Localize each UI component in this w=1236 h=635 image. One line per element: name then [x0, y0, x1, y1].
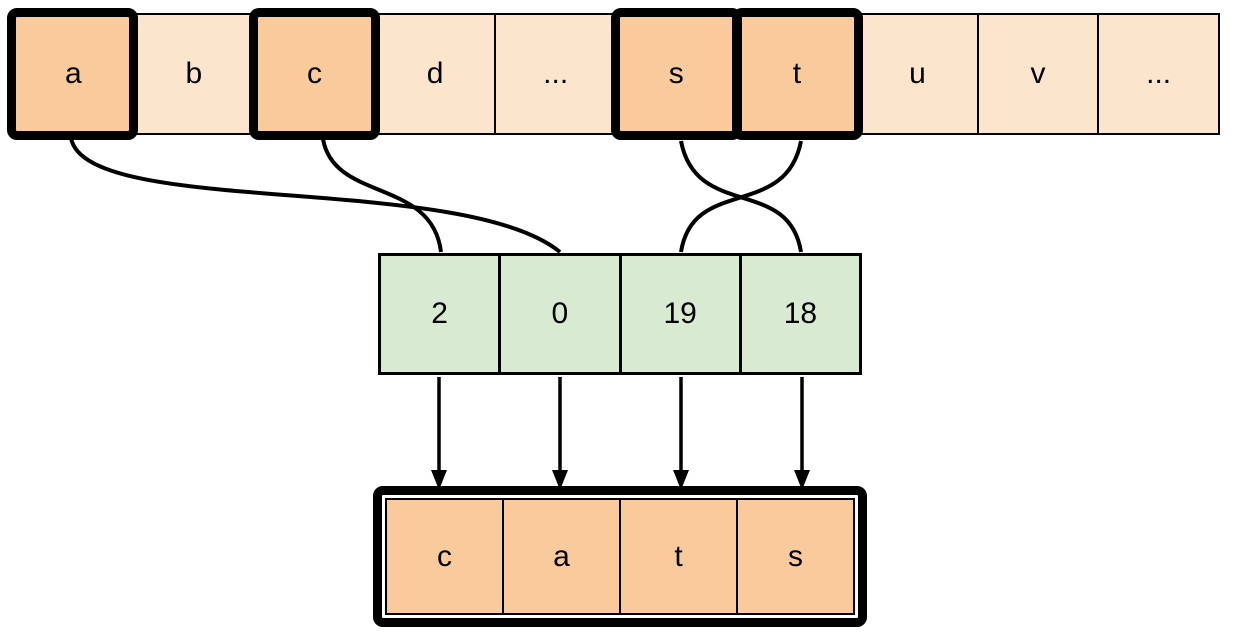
alphabet-cell-a: a	[14, 15, 133, 133]
alphabet-cell-ellipsis-1-label: ...	[543, 57, 569, 90]
output-cell-s: s	[736, 498, 855, 615]
alphabet-cell-u: u	[856, 15, 977, 133]
output-cell-a-label: a	[553, 539, 570, 573]
index-cell-18: 18	[738, 256, 859, 372]
alphabet-cell-ellipsis-2: ...	[1097, 15, 1218, 133]
alphabet-cell-c: c	[253, 15, 374, 133]
index-cell-0: 0	[498, 256, 619, 372]
output-cell-c-label: c	[437, 539, 452, 573]
output-cell-s-label: s	[788, 539, 803, 573]
alphabet-cell-u-label: u	[909, 57, 926, 90]
alphabet-array: a b c d ... s t u v ...	[12, 13, 1220, 135]
alphabet-cell-c-label: c	[306, 57, 322, 90]
output-cell-t-label: t	[674, 539, 683, 573]
alphabet-cell-b-label: b	[185, 57, 203, 90]
alphabet-cell-t: t	[735, 15, 857, 133]
index-cell-2: 2	[381, 256, 499, 372]
curve-a-to-0	[69, 137, 562, 254]
index-cell-19: 19	[618, 256, 739, 372]
output-cell-t: t	[619, 498, 738, 615]
index-array: 2 0 19 18	[378, 253, 862, 375]
index-cell-18-label: 18	[783, 297, 818, 330]
index-cell-2-label: 2	[431, 297, 448, 330]
arrow-down-1	[431, 377, 447, 490]
alphabet-cell-s: s	[614, 15, 736, 133]
output-cell-c: c	[385, 498, 504, 615]
alphabet-cell-a-label: a	[64, 57, 82, 90]
alphabet-cell-d: d	[373, 15, 495, 133]
alphabet-cell-t-label: t	[792, 57, 802, 90]
arrow-down-3	[673, 377, 689, 490]
curve-s-to-18	[679, 140, 803, 253]
arrow-down-2	[552, 377, 568, 490]
curve-c-to-2	[321, 138, 443, 253]
output-array: c a t s	[373, 486, 867, 627]
alphabet-cell-b: b	[132, 15, 254, 133]
arrow-down-4	[794, 377, 810, 490]
alphabet-cell-v-label: v	[1030, 57, 1046, 90]
alphabet-cell-ellipsis-2-label: ...	[1146, 57, 1172, 90]
index-cell-19-label: 19	[663, 297, 697, 330]
index-cell-0-label: 0	[551, 297, 569, 330]
alphabet-cell-s-label: s	[668, 57, 684, 90]
alphabet-cell-v: v	[976, 15, 1098, 133]
curve-t-to-19	[679, 140, 803, 253]
output-cell-a: a	[502, 498, 621, 615]
alphabet-cell-ellipsis-1: ...	[494, 15, 615, 133]
alphabet-cell-d-label: d	[426, 57, 444, 90]
